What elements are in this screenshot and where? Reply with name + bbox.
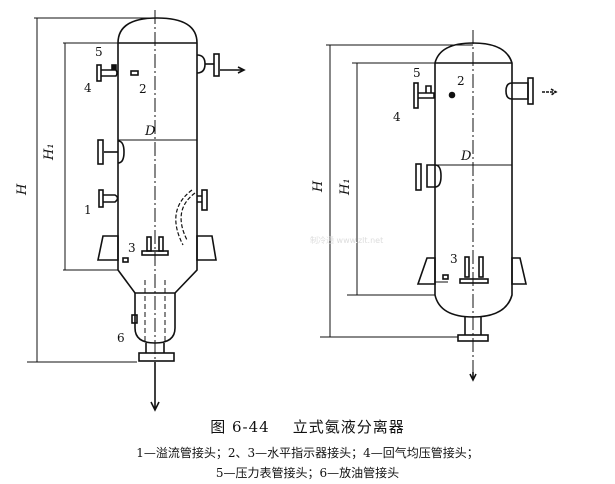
left-H1-label: H₁ xyxy=(42,143,57,161)
left-support xyxy=(97,235,119,261)
left-bottom-flange xyxy=(138,352,175,362)
right-H1-label: H₁ xyxy=(338,178,353,196)
nozzle-2 xyxy=(130,70,139,76)
figure-caption: 图 6-44 立式氨液分离器 xyxy=(0,416,615,437)
right-support xyxy=(196,235,217,261)
right-label-5: 5 xyxy=(413,66,421,80)
nozzle-6 xyxy=(131,314,138,324)
right-label-4: 4 xyxy=(393,110,401,124)
label-3: 3 xyxy=(128,241,136,255)
label-6: 6 xyxy=(117,331,125,345)
label-4: 4 xyxy=(84,81,92,95)
legend-line-1: 1—溢流管接头；2、3—水平指示器接头；4—回气均压管接头； xyxy=(136,446,479,460)
legend-line-2: 5—压力表管接头；6—放油管接头 xyxy=(215,466,400,480)
right-D-label: D xyxy=(460,149,472,164)
left-H-label: H xyxy=(15,183,30,196)
left-outlet-arrow xyxy=(150,362,160,412)
label-2: 2 xyxy=(139,82,147,96)
nozzle-3 xyxy=(122,257,129,263)
nozzle-4 xyxy=(96,64,102,82)
label-5: 5 xyxy=(95,45,103,59)
figure-title: 立式氨液分离器 xyxy=(292,418,405,436)
left-dimensions xyxy=(27,17,197,363)
right-nozzle-2 xyxy=(448,91,456,99)
left-separator: H H₁ D 5 4 2 1 3 6 xyxy=(15,10,246,412)
nozzle-1 xyxy=(98,189,104,208)
label-1: 1 xyxy=(84,203,92,217)
right-dimensions xyxy=(320,44,512,338)
right-separator: H H₁ D 5 4 2 3 xyxy=(311,30,558,382)
right-nozzle-4 xyxy=(413,82,419,109)
right-label-3: 3 xyxy=(450,252,458,266)
right-label-2: 2 xyxy=(457,74,465,88)
figure-number: 图 6-44 xyxy=(210,418,270,436)
right-shell xyxy=(434,42,513,318)
left-D-label: D xyxy=(144,124,156,139)
watermark: 制冷通 www.zlt.net xyxy=(310,235,383,245)
right-H-label: H xyxy=(311,180,326,193)
